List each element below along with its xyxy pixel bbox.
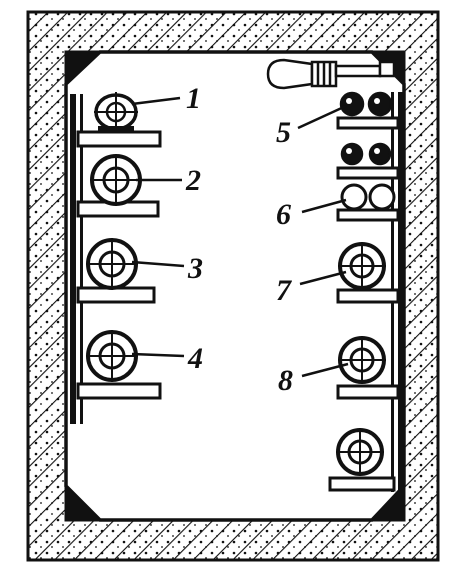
shelf-4 (76, 382, 162, 400)
leader-lines (131, 96, 349, 378)
cable-7 (338, 242, 386, 290)
shelf-7 (336, 288, 400, 304)
label-1: 1 (186, 82, 201, 115)
right-shelves (328, 116, 400, 492)
label-8: 8 (278, 364, 293, 397)
cable-8 (338, 336, 386, 384)
label-7: 7 (276, 274, 292, 307)
label-5: 5 (276, 116, 291, 149)
cable-1 (94, 92, 138, 132)
shelf-3 (76, 286, 156, 304)
label-2: 2 (185, 164, 201, 197)
cable-4 (86, 330, 138, 382)
shelf-5 (336, 116, 400, 130)
cable-5 (339, 91, 393, 166)
label-3: 3 (187, 252, 203, 285)
label-4: 4 (187, 342, 203, 375)
label-6: 6 (276, 198, 291, 231)
cable-bottom (336, 428, 384, 476)
cable-2 (90, 154, 142, 206)
shelf-5b (336, 166, 400, 180)
labels: 1 2 3 4 5 6 7 8 (185, 82, 293, 397)
shelf-8 (336, 384, 400, 400)
shelf-6 (336, 208, 400, 222)
cable-3 (86, 238, 138, 290)
left-cable-rack (70, 94, 83, 424)
shelf-bottom (328, 476, 396, 492)
tunnel-wall (26, 10, 440, 562)
lamp-icon (266, 58, 396, 90)
cable-6 (340, 183, 396, 211)
shelf-1 (76, 130, 162, 148)
